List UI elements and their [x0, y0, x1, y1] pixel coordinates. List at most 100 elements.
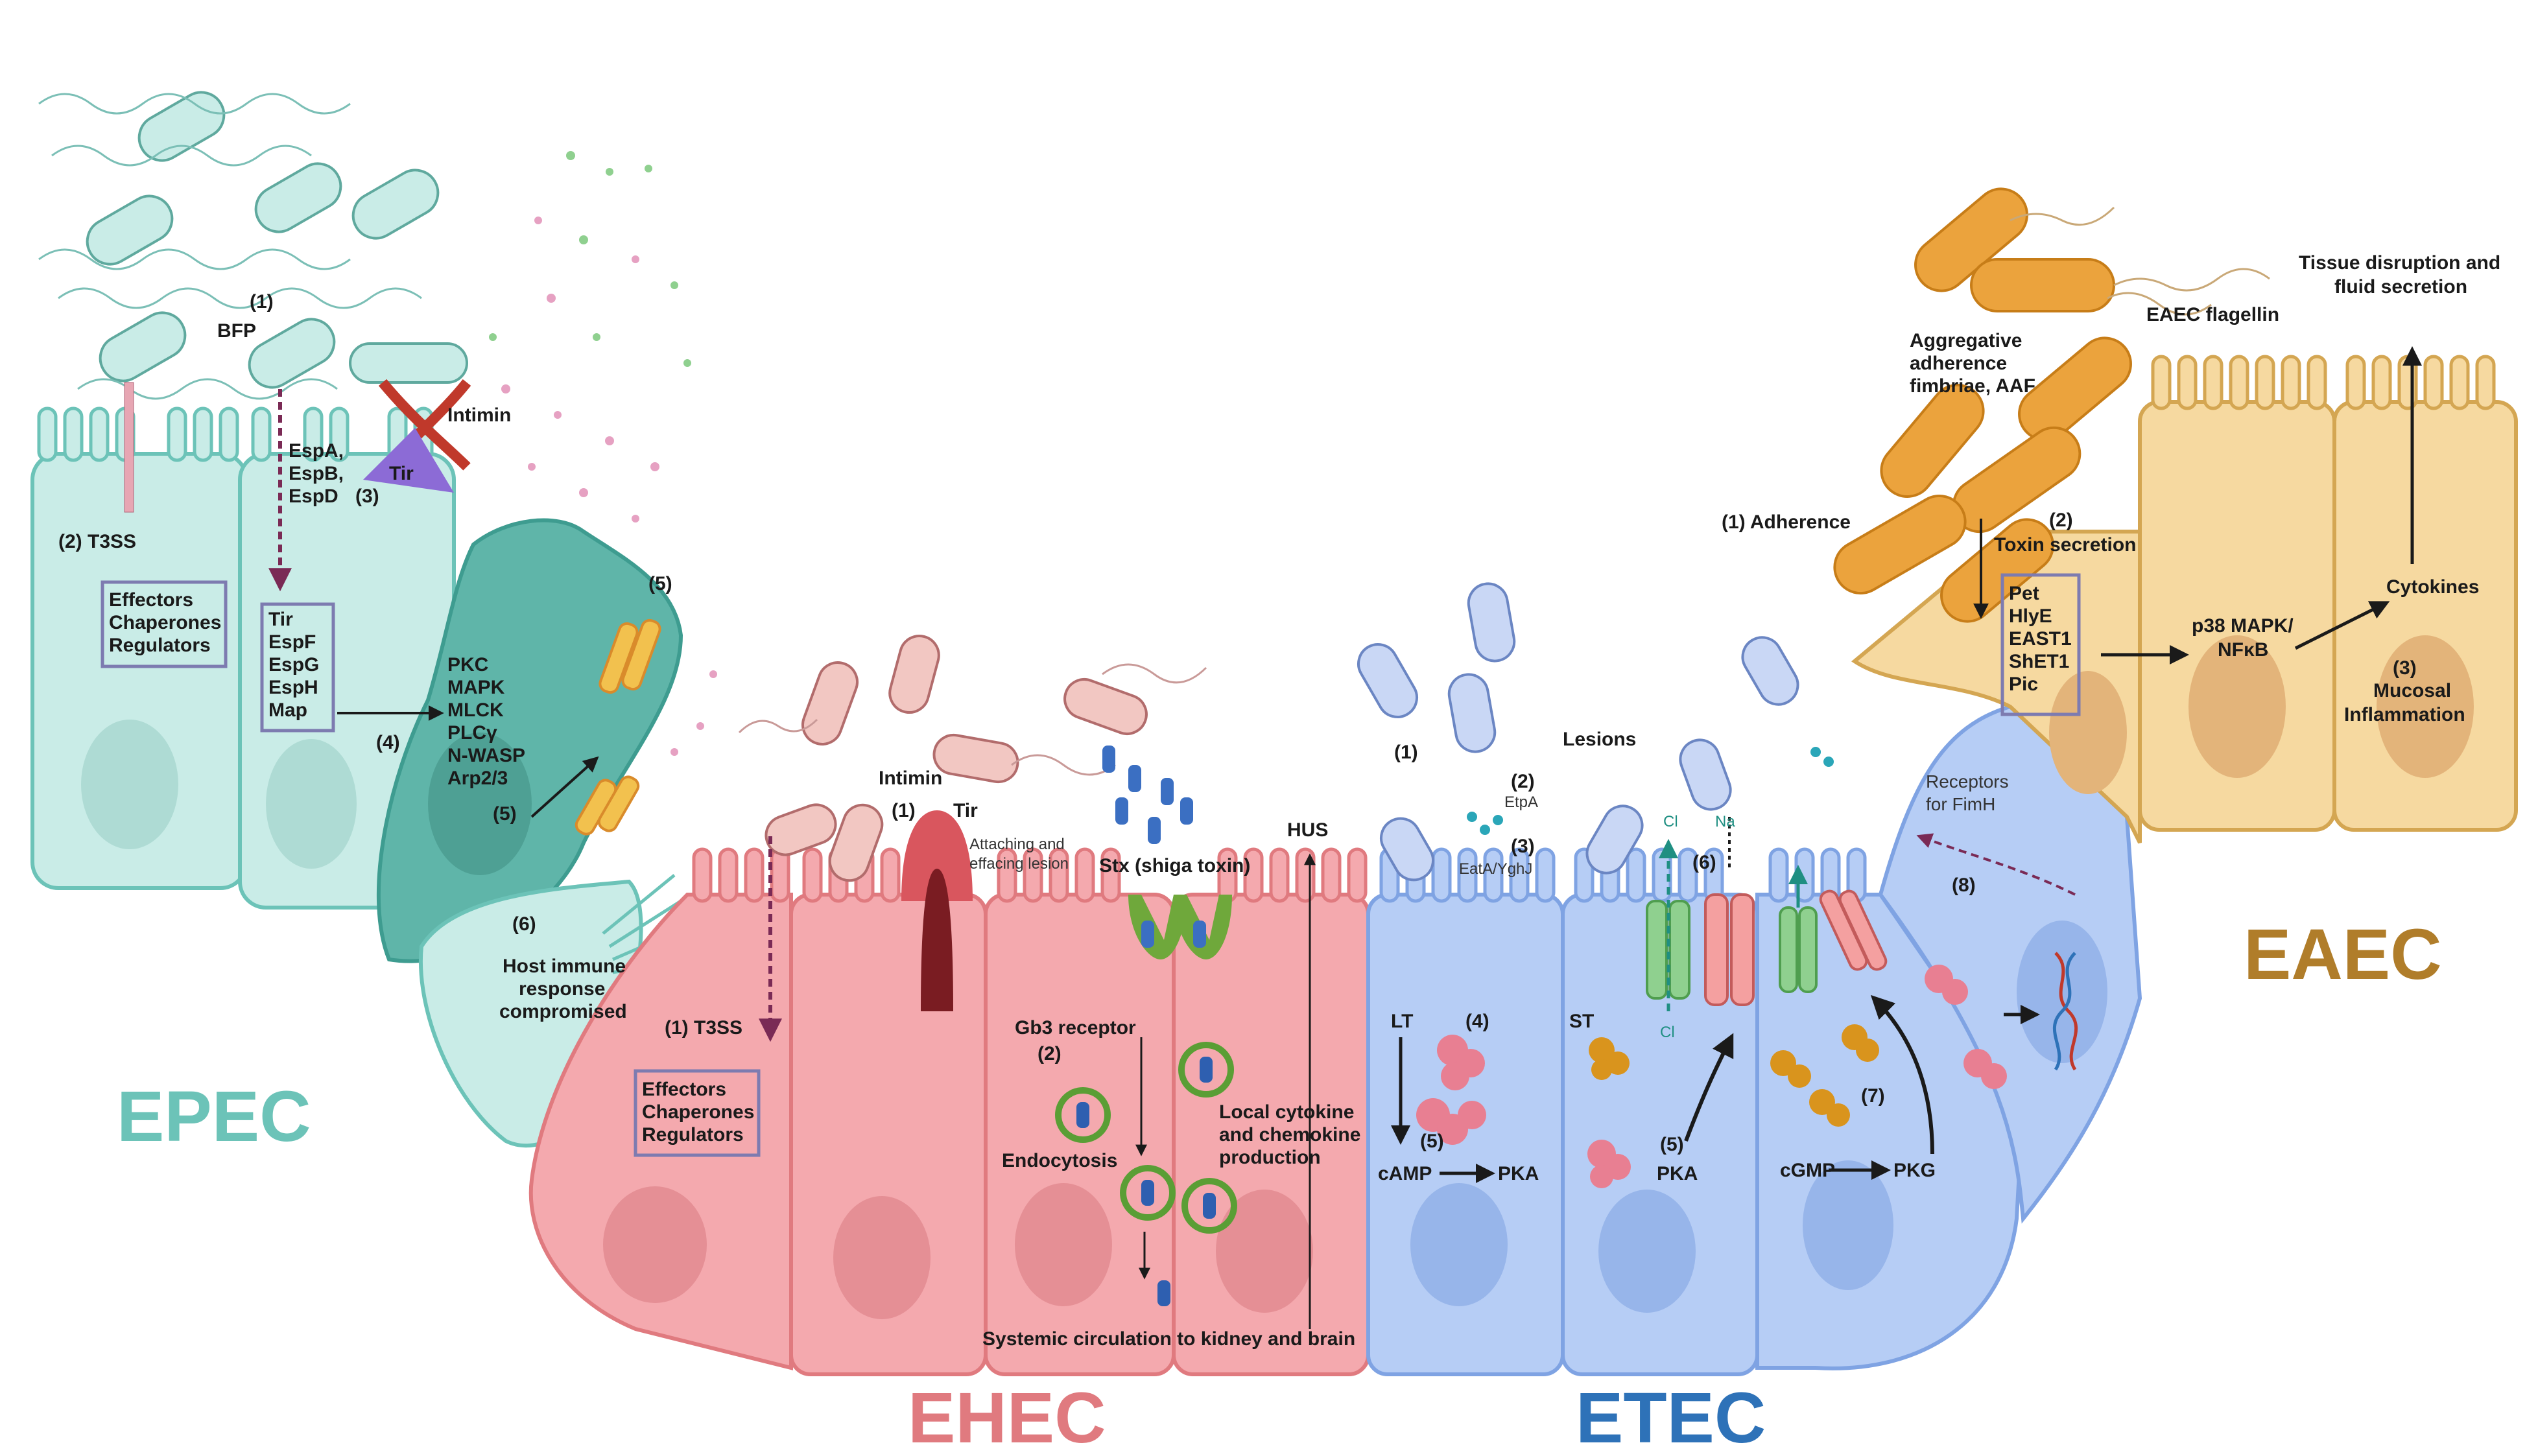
- etec-dna-strand: [2053, 952, 2076, 1071]
- ehec-bacteria: [765, 635, 1148, 882]
- eaec-cells: [1851, 355, 2518, 844]
- etec-step3: (3): [1511, 836, 1535, 857]
- epec-signaling: MAPK: [447, 677, 505, 698]
- etec-bacteria: [1357, 582, 1799, 882]
- epec-bfp-label: BFP: [217, 320, 256, 342]
- epec-tir-box-line: EspH: [268, 677, 318, 698]
- epec-signaling: PLCγ: [447, 722, 497, 744]
- eaec-flagella: [2010, 206, 2270, 316]
- epec-bacterium: [86, 194, 174, 266]
- eaec-adherence: (1) Adherence: [1722, 511, 1851, 533]
- pathotype-eaec-label: EAEC: [2244, 915, 2442, 994]
- ehec-cell-1: [528, 893, 793, 1370]
- ehec-cytokine-line: production: [1219, 1147, 1321, 1168]
- ehec-effectors-line: Effectors: [642, 1079, 726, 1100]
- ehec-bacterium: [1063, 678, 1148, 735]
- etec-eata: EatA/YghJ: [1459, 860, 1532, 878]
- epec-channel-proteins: [575, 618, 661, 836]
- epec-espa: EspA,: [289, 440, 344, 462]
- epec-signaling: N-WASP: [447, 745, 525, 766]
- etec-pkg-arrow: [1870, 994, 1934, 1155]
- eaec-aggregative-line: Aggregative: [1910, 330, 2022, 351]
- ehec-microvilli: [692, 847, 1368, 903]
- ehec-cytokine-line: and chemokine: [1219, 1124, 1360, 1145]
- epec-signaling: MLCK: [447, 699, 504, 721]
- epec-damaged-nucleus: [428, 733, 532, 875]
- etec-na: Na: [1715, 813, 1735, 830]
- epec-t3ss-needle: [124, 382, 134, 513]
- ehec-gb3-label: Gb3 receptor: [1015, 1017, 1136, 1039]
- etec-step1: (1): [1394, 742, 1418, 763]
- ehec-step2: (2): [1038, 1043, 1061, 1064]
- ehec-step1: (1): [892, 800, 916, 821]
- ehec-attaching-line: Attaching and: [969, 836, 1065, 853]
- epec-tir-box: [260, 602, 335, 733]
- etec-bacterium: [1380, 817, 1434, 882]
- etec-secreted-dots: [1467, 747, 1834, 835]
- ehec-nucleus-3: [1015, 1183, 1112, 1306]
- ehec-vesicles: [1055, 1042, 1237, 1234]
- eaec-cytokine-arrow: [2294, 601, 2390, 650]
- epec-step6: (6): [512, 913, 536, 935]
- epec-effectors-box: [101, 580, 228, 668]
- epec-tir-box-line: EspF: [268, 631, 316, 653]
- epec-signaling: Arp2/3: [447, 768, 508, 789]
- epec-signaling: PKC: [447, 654, 488, 675]
- ehec-endocytosis-label: Endocytosis: [1002, 1150, 1117, 1171]
- eaec-receptors-line: for FimH: [1926, 794, 1995, 814]
- etec-pka-arrow: [1684, 1033, 1734, 1142]
- ehec-attaching-line: effacing lesion: [969, 855, 1069, 873]
- eaec-nucleus-3: [2377, 635, 2474, 778]
- ehec-effectors-box: [634, 1069, 761, 1157]
- epec-step5a: (5): [648, 573, 672, 594]
- eaec-bacterium: [1880, 384, 1985, 498]
- etec-step4: (4): [1465, 1011, 1489, 1032]
- etec-cl-top: Cl: [1663, 813, 1678, 830]
- eaec-toxins-box: [2000, 573, 2081, 716]
- etec-lesions: Lesions: [1563, 729, 1636, 750]
- eaec-tissue-line: Tissue disruption and: [2299, 252, 2500, 274]
- etec-bacterium: [1741, 636, 1799, 706]
- epec-tir-box-line: Map: [268, 699, 307, 721]
- epec-bacterium: [99, 311, 187, 382]
- epec-secreted-particles: [489, 151, 717, 756]
- etec-step5a: (5): [1420, 1131, 1444, 1152]
- epec-immune-line: Host immune: [503, 956, 626, 977]
- ehec-t3ss-label: (1) T3SS: [665, 1017, 742, 1039]
- ehec-bacterium: [828, 803, 884, 882]
- ehec-hus-label: HUS: [1287, 819, 1328, 841]
- ehec-bacterium: [801, 661, 859, 746]
- ehec-nucleus-4: [1216, 1190, 1313, 1313]
- eaec-step8: (8): [1952, 875, 1976, 896]
- etec-dna-icon: [2054, 952, 2078, 1071]
- eaec-toxins-line: Pet: [2009, 583, 2039, 604]
- eaec-p38-line: NFκB: [2218, 639, 2268, 661]
- epec-bacterium: [248, 318, 336, 389]
- epec-effectors-line: Effectors: [109, 589, 193, 611]
- eaec-bacterium: [1833, 495, 1967, 594]
- eaec-nucleus-1: [2049, 671, 2127, 794]
- ehec-nucleus-1: [603, 1186, 707, 1303]
- ehec-bacterium: [932, 733, 1019, 784]
- eaec-step3: (3): [2393, 657, 2417, 679]
- epec-effectors-line: Chaperones: [109, 612, 221, 633]
- etec-ion-channels: [1646, 889, 1888, 1006]
- ehec-flagella: [738, 663, 1207, 776]
- eaec-aggregative-line: fimbriae, AAF: [1910, 375, 2035, 397]
- etec-nucleus-2: [1598, 1190, 1696, 1313]
- epec-step5-arrow: [530, 756, 599, 818]
- eaec-nucleus-2: [2188, 635, 2286, 778]
- etec-st-toxins: [1589, 1024, 1879, 1127]
- ehec-effectors-line: Chaperones: [642, 1101, 754, 1123]
- epec-bacterium: [254, 162, 342, 233]
- etec-bacterium: [1585, 804, 1644, 875]
- epec-immune-line: response: [519, 978, 605, 1000]
- etec-pkg: PKG: [1893, 1160, 1936, 1181]
- ehec-bacterium: [888, 635, 940, 714]
- etec-cgmp: cGMP: [1780, 1160, 1835, 1181]
- etec-nucleus-3: [1803, 1160, 1893, 1290]
- eaec-cytokines: Cytokines: [2386, 576, 2479, 598]
- epec-step5b: (5): [493, 803, 517, 825]
- etec-receptor-arrow: [1916, 833, 2076, 896]
- epec-step1: (1): [250, 291, 274, 312]
